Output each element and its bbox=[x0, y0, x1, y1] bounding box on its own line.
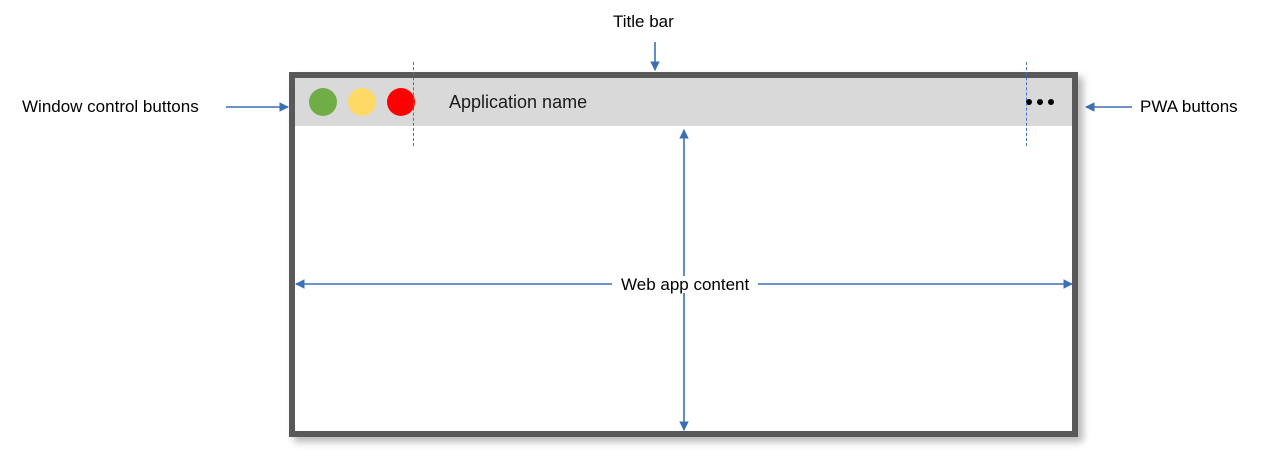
close-button-icon[interactable] bbox=[387, 88, 415, 116]
application-window: Application name bbox=[289, 72, 1078, 437]
title-bar[interactable]: Application name bbox=[295, 78, 1072, 126]
maximize-button-icon[interactable] bbox=[348, 88, 376, 116]
annotation-label-window-controls: Window control buttons bbox=[22, 97, 199, 116]
ellipsis-dot-2 bbox=[1037, 99, 1043, 105]
guide-line-pwa-buttons bbox=[1026, 62, 1027, 146]
annotation-label-title-bar: Title bar bbox=[613, 12, 674, 31]
guide-line-window-controls bbox=[413, 62, 414, 146]
ellipsis-dot-3 bbox=[1048, 99, 1054, 105]
window-control-buttons bbox=[295, 88, 415, 116]
ellipsis-dot-1 bbox=[1026, 99, 1032, 105]
application-name-text: Application name bbox=[449, 91, 588, 112]
minimize-button-icon[interactable] bbox=[309, 88, 337, 116]
annotation-label-web-app-content: Web app content bbox=[612, 276, 759, 293]
annotation-label-pwa-buttons: PWA buttons bbox=[1140, 97, 1238, 116]
pwa-menu-ellipsis-icon[interactable] bbox=[1026, 99, 1054, 105]
